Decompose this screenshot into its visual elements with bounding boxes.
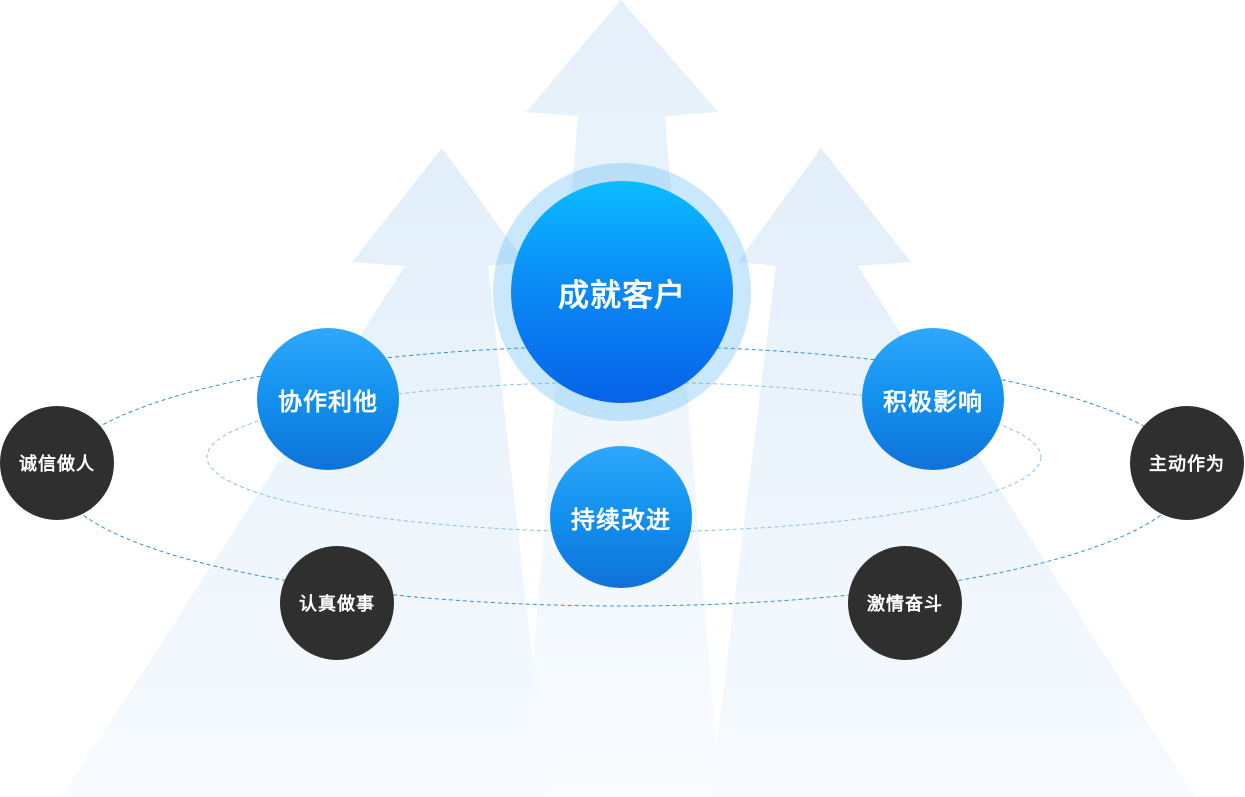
- value-label: 持续改进: [571, 505, 671, 534]
- center-value-label: 成就客户: [558, 277, 686, 314]
- value-node-continuous-improvement: 持续改进: [550, 446, 692, 588]
- value-node-proactive: 主动作为: [1130, 406, 1244, 520]
- center-value-node: 成就客户: [511, 181, 733, 403]
- value-node-collaboration: 协作利他: [257, 328, 399, 470]
- value-node-passion: 激情奋斗: [848, 546, 962, 660]
- value-label: 协作利他: [278, 387, 378, 416]
- value-label: 激情奋斗: [867, 594, 943, 615]
- value-label: 认真做事: [299, 594, 375, 615]
- value-node-integrity: 诚信做人: [0, 406, 114, 520]
- value-label: 诚信做人: [19, 454, 95, 475]
- value-label: 主动作为: [1149, 454, 1225, 475]
- right-growth-arrow: [710, 148, 1195, 797]
- left-growth-arrow: [62, 148, 548, 797]
- value-node-positive-influence: 积极影响: [862, 328, 1004, 470]
- value-label: 积极影响: [883, 387, 983, 416]
- value-node-diligence: 认真做事: [280, 546, 394, 660]
